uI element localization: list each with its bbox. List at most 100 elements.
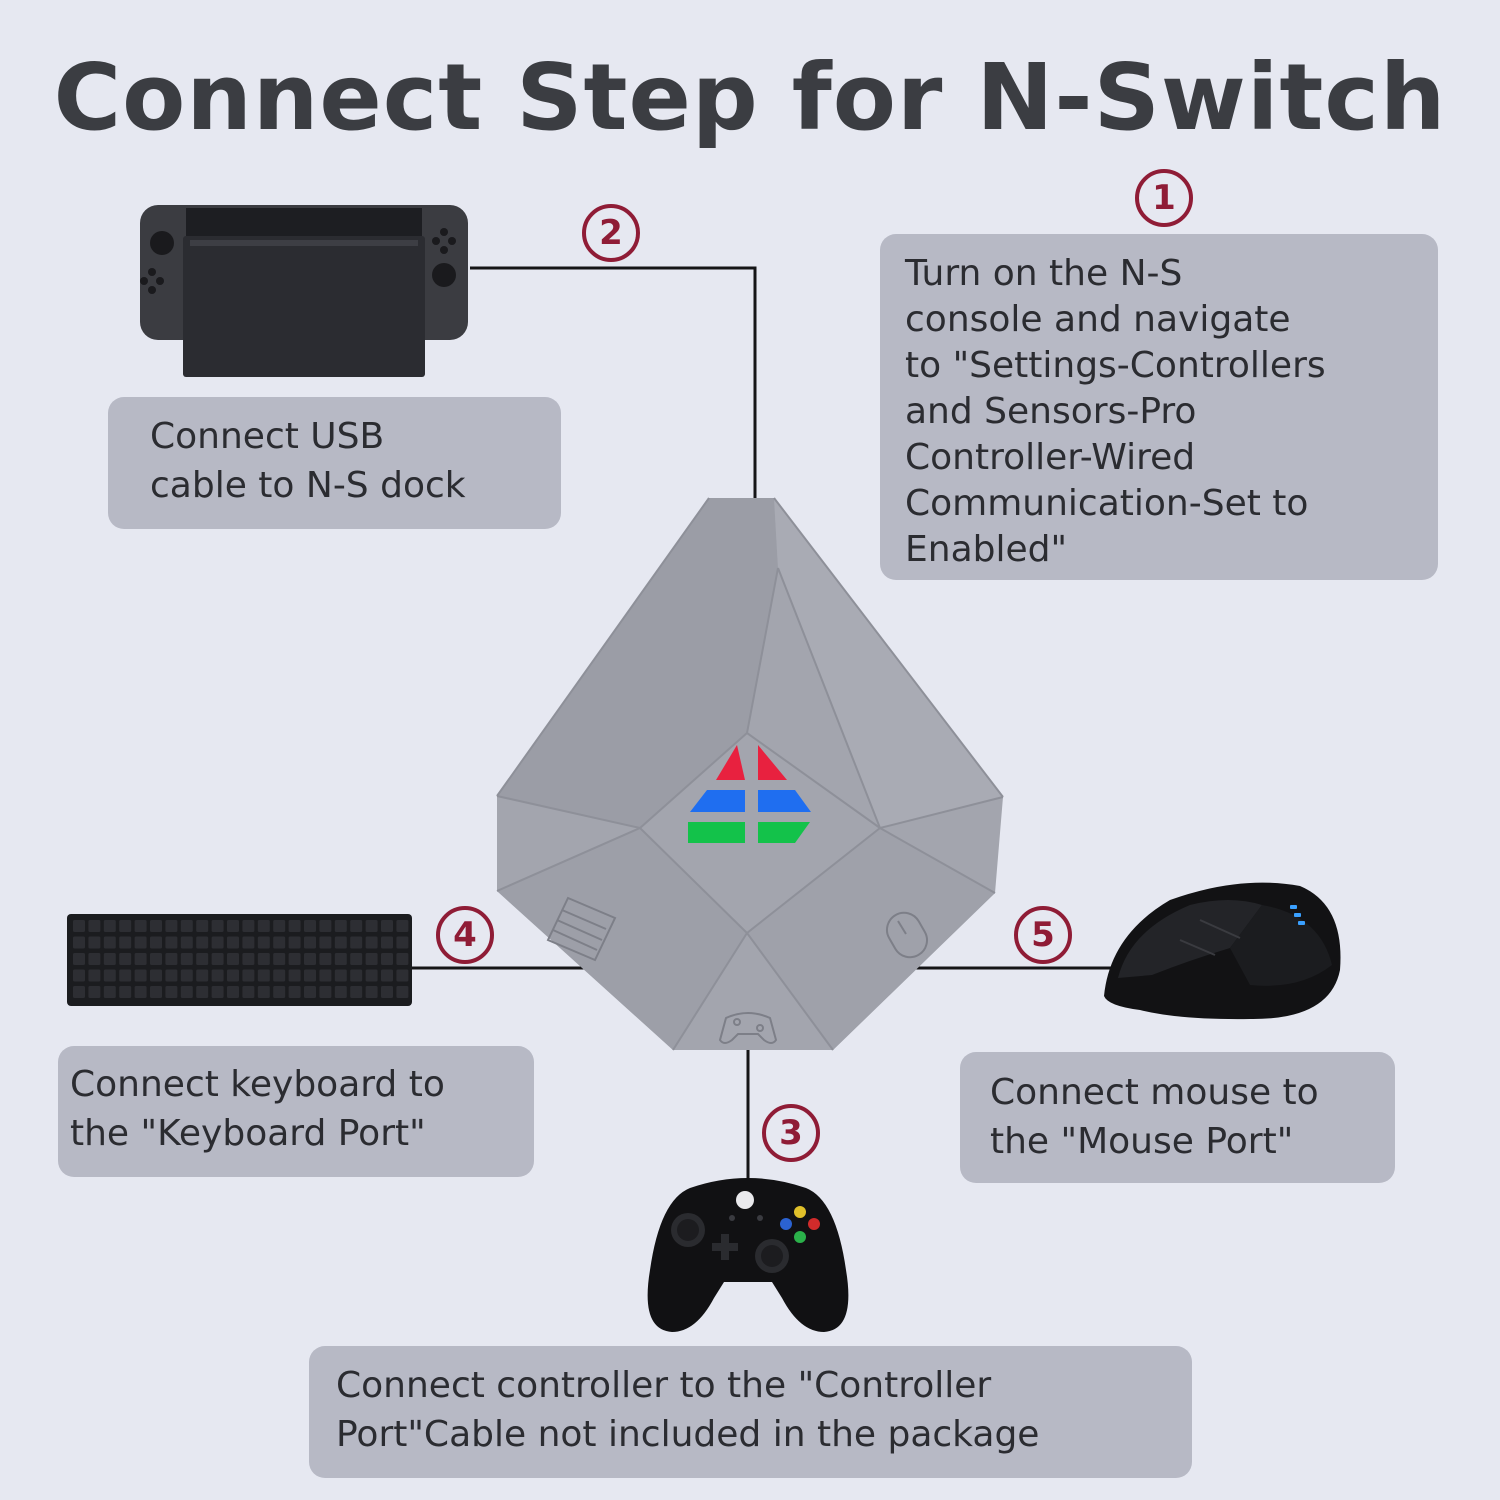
step-1-line: Communication-Set to <box>905 483 1309 525</box>
keyboard-key <box>196 936 209 949</box>
keyboard-key <box>227 969 239 982</box>
page-title: Connect Step for N-Switch <box>53 44 1447 151</box>
keyboard-key <box>257 986 270 998</box>
keyboard-key <box>319 986 332 998</box>
keyboard-key <box>73 953 85 965</box>
hub-keyboard-port-icon <box>546 896 617 962</box>
keyboard-key <box>365 953 378 965</box>
step-4-instructions: Connect keyboard to the "Keyboard Port" <box>58 1046 534 1177</box>
keyboard-key <box>134 953 147 965</box>
step-5-instructions: Connect mouse to the "Mouse Port" <box>960 1052 1395 1183</box>
keyboard-key <box>134 986 147 998</box>
keyboard-key <box>257 953 270 965</box>
keyboard-key <box>196 920 209 932</box>
keyboard-key <box>211 953 224 965</box>
keyboard-key <box>396 953 409 965</box>
keyboard-key <box>334 920 347 932</box>
keyboard-key <box>350 969 363 982</box>
keyboard-key <box>381 953 393 965</box>
step-1-instructions: Turn on the N-S console and navigate to … <box>880 234 1438 580</box>
keyboard-key <box>396 936 409 949</box>
keyboard-key <box>88 969 101 982</box>
keyboard-key <box>119 986 132 998</box>
step-number-5: 5 <box>1014 906 1072 964</box>
keyboard-key <box>103 936 116 949</box>
keyboard-key <box>103 920 116 932</box>
step-5-line: the "Mouse Port" <box>990 1120 1294 1162</box>
keyboard-key <box>304 920 316 932</box>
keyboard-key <box>288 936 301 949</box>
keyboard-key <box>119 920 132 932</box>
step-number-1: 1 <box>1135 169 1193 227</box>
keyboard-key <box>288 986 301 998</box>
keyboard-key <box>396 969 409 982</box>
keyboard-key <box>396 920 409 932</box>
keyboard-key <box>242 969 255 982</box>
keyboard-key <box>288 920 301 932</box>
keyboard-key <box>88 986 101 998</box>
keyboard-key <box>180 969 193 982</box>
keyboard-key <box>288 969 301 982</box>
keyboard-key <box>88 936 101 949</box>
cables <box>412 266 1115 1200</box>
keyboard-key <box>119 969 132 982</box>
keyboard-key <box>88 953 101 965</box>
keyboard-key <box>365 986 378 998</box>
keyboard-key <box>381 986 393 998</box>
step-3-line: Connect controller to the "Controller <box>336 1365 992 1406</box>
led-logo <box>688 745 811 843</box>
keyboard-key <box>134 936 147 949</box>
keyboard-key <box>273 953 286 965</box>
keyboard-key <box>242 986 255 998</box>
keyboard-key <box>73 969 85 982</box>
keyboard-key <box>334 953 347 965</box>
cable-dock <box>470 266 757 500</box>
step-1-line: console and navigate <box>905 299 1291 341</box>
hub-controller-port-icon <box>718 1012 778 1044</box>
keyboard-key <box>150 953 162 965</box>
keyboard-key <box>165 969 178 982</box>
keyboard-key <box>150 936 162 949</box>
keyboard-key <box>396 986 409 998</box>
keyboard-key <box>304 969 316 982</box>
keyboard-key <box>242 920 255 932</box>
keyboard-icon <box>67 914 412 1006</box>
keyboard-key <box>180 953 193 965</box>
keyboard-key <box>242 936 255 949</box>
keyboard-key <box>165 986 178 998</box>
keyboard-key <box>334 986 347 998</box>
keyboard-key <box>227 986 239 998</box>
step-3-line: Port"Cable not included in the package <box>336 1413 1040 1455</box>
keyboard-key <box>103 969 116 982</box>
keyboard-key <box>319 936 332 949</box>
keyboard-key <box>119 936 132 949</box>
step-5-line: Connect mouse to <box>990 1072 1319 1113</box>
keyboard-key <box>365 936 378 949</box>
keyboard-key <box>381 920 393 932</box>
keyboard-key <box>73 986 85 998</box>
keyboard-key <box>73 936 85 949</box>
step-4-line: the "Keyboard Port" <box>70 1112 426 1154</box>
switch-console-icon <box>140 205 468 377</box>
keyboard-key <box>304 986 316 998</box>
keyboard-key <box>196 953 209 965</box>
step-number-3: 3 <box>762 1104 820 1162</box>
keyboard-key <box>273 936 286 949</box>
step-1-line: Turn on the N-S <box>905 253 1183 294</box>
step-4-line: Connect keyboard to <box>70 1064 445 1105</box>
keyboard-key <box>211 986 224 998</box>
keyboard-key <box>134 969 147 982</box>
keyboard-key <box>242 953 255 965</box>
keyboard-key <box>119 953 132 965</box>
step-2-line: cable to N-S dock <box>150 464 466 506</box>
keyboard-key <box>180 920 193 932</box>
controller-icon <box>647 1178 849 1332</box>
keyboard-key <box>227 920 239 932</box>
keyboard-key <box>381 969 393 982</box>
keyboard-key <box>334 936 347 949</box>
keyboard-key <box>334 969 347 982</box>
keyboard-key <box>180 936 193 949</box>
keyboard-key <box>350 936 363 949</box>
keyboard-key <box>180 986 193 998</box>
keyboard-key <box>150 986 162 998</box>
